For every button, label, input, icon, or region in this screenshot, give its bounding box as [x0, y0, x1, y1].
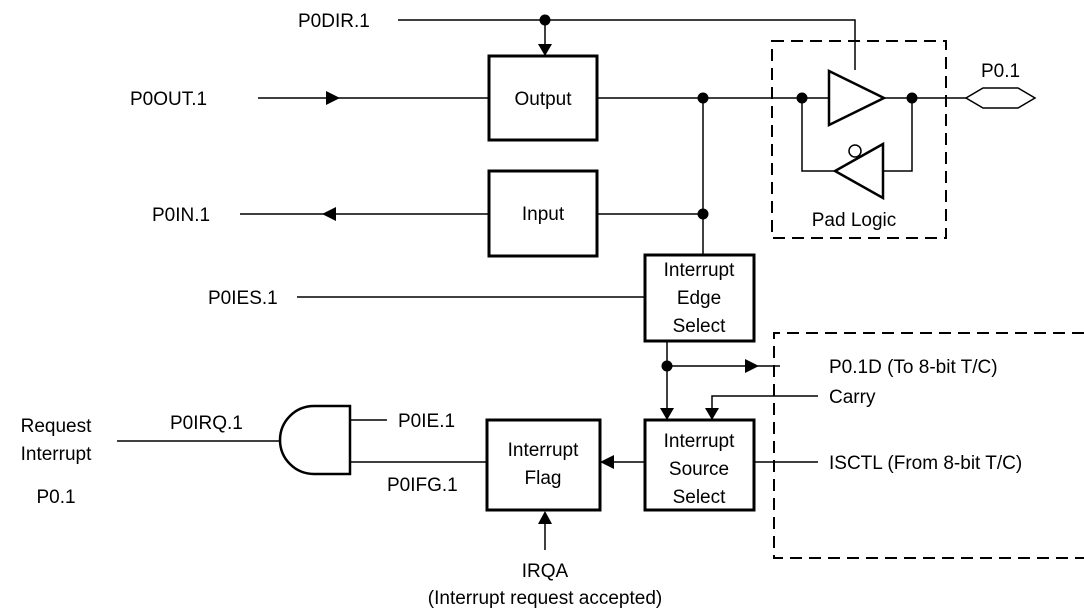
timer-region	[773, 332, 1084, 559]
pad-logic-label: Pad Logic	[812, 210, 897, 231]
pin-label: P0.1	[981, 61, 1020, 82]
p0ifg-label: P0IFG.1	[387, 475, 458, 496]
arrow-down-carry	[705, 408, 719, 420]
p0-1-pad-connector	[964, 87, 1037, 109]
source-select-label-3: Select	[673, 487, 727, 508]
edge-select-block	[643, 253, 756, 343]
input-label: Input	[522, 204, 565, 225]
output-buffer-triangle	[827, 68, 887, 128]
junction-dot	[539, 14, 551, 26]
source-select-label-1: Interrupt	[664, 431, 735, 452]
request-label-2: Interrupt	[21, 444, 92, 465]
output-block	[487, 54, 599, 142]
interrupt-flag-block	[485, 418, 602, 512]
edge-select-label-3: Select	[673, 316, 727, 337]
junction-dot	[906, 92, 918, 104]
edge-select-label-1: Interrupt	[664, 260, 735, 281]
p0dir-label: P0DIR.1	[298, 11, 370, 32]
p0ie-label: P0IE.1	[398, 411, 455, 432]
pad-logic-region	[771, 40, 947, 239]
source-select-label-2: Source	[669, 459, 729, 480]
interrupt-flag-label-1: Interrupt	[508, 440, 579, 461]
arrow-up-irqa	[538, 511, 552, 524]
junction-dot	[661, 360, 673, 372]
arrow-down-p0dir	[538, 44, 552, 56]
output-label: Output	[514, 89, 572, 110]
p01d-label: P0.1D (To 8-bit T/C)	[829, 357, 998, 378]
edge-select-label-2: Edge	[677, 288, 721, 309]
junction-dots	[539, 14, 918, 372]
isctl-label: ISCTL (From 8-bit T/C)	[829, 453, 1022, 474]
arrow-right-p0out	[326, 91, 340, 105]
irqa-label: IRQA	[522, 561, 569, 582]
junction-dot	[697, 92, 709, 104]
input-buffer-triangle	[832, 141, 885, 201]
carry-label: Carry	[829, 387, 876, 408]
interrupt-flag-label-2: Flag	[525, 468, 562, 489]
and-gate	[278, 404, 352, 476]
junction-dot	[796, 92, 808, 104]
input-block	[487, 169, 599, 258]
p0out-label: P0OUT.1	[130, 89, 207, 110]
arrow-left-p0in	[322, 207, 336, 221]
request-label-3: P0.1	[36, 487, 75, 508]
arrow-down-source	[660, 408, 674, 420]
pad-buffers	[827, 68, 1037, 201]
p0ies-label: P0IES.1	[208, 288, 278, 309]
arrow-right-p01d	[745, 359, 759, 373]
wires	[117, 19, 966, 550]
irqa-note: (Interrupt request accepted)	[428, 588, 662, 609]
enable-bubble	[848, 144, 862, 158]
p0irq-label: P0IRQ.1	[170, 413, 243, 434]
arrow-left-flag	[600, 455, 614, 469]
junction-dot	[697, 208, 709, 220]
p0in-label: P0IN.1	[152, 205, 210, 226]
arrowheads	[322, 44, 759, 524]
source-select-block	[643, 418, 756, 512]
request-label-1: Request	[21, 416, 92, 437]
